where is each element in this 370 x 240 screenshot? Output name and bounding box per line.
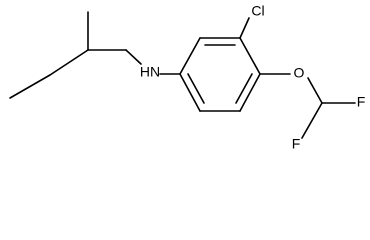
molecule-diagram: Cl HN O F F: [9, 3, 366, 152]
ring-bond-6: [179, 73, 201, 112]
ring-bond-3: [239, 37, 261, 75]
bond-oxygen-to-carbon: [307, 77, 323, 104]
ring-double-bond-inner-3: [187, 73, 205, 104]
bond-chain-to-nitrogen: [125, 49, 142, 65]
bond-chain-1: [9, 74, 51, 99]
atom-label-fluorine-1: F: [357, 94, 366, 110]
bond-chain-2: [49, 49, 89, 76]
ring-bond-1: [179, 37, 201, 75]
atom-label-amine: HN: [140, 64, 160, 80]
ring-bond-4: [239, 73, 261, 112]
ring-double-bond-inner-2: [235, 73, 253, 104]
bond-carbon-to-fluorine-2: [301, 102, 323, 139]
atom-label-oxygen: O: [294, 65, 305, 81]
atom-label-chlorine: Cl: [251, 3, 264, 19]
bond-ring-to-chlorine: [239, 17, 250, 39]
atom-label-fluorine-2: F: [292, 136, 301, 152]
